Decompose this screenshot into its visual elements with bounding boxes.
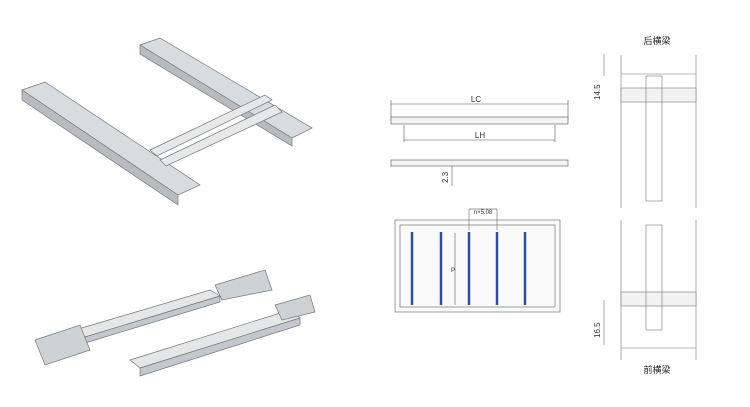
dim-height: 2.3 [441,171,450,183]
dim-p: P [451,268,455,274]
rail-side-view [390,100,569,186]
blue-slide-rails [410,232,527,305]
iso-frame-assembly [21,37,313,206]
rail-detail-view [603,54,697,360]
frame-plan-view [394,208,561,313]
dim-pitch: n×5.08 [474,210,493,216]
dim-lh: LH [475,131,485,140]
dim-lc: LC [471,95,481,104]
dim-rear-offset: 14.5 [593,84,602,100]
iso-slide-rails [34,269,316,377]
rear-beam-label: 后横梁 [643,35,670,47]
dim-front-offset: 16.5 [593,322,602,338]
front-beam-label: 前横梁 [643,364,670,376]
